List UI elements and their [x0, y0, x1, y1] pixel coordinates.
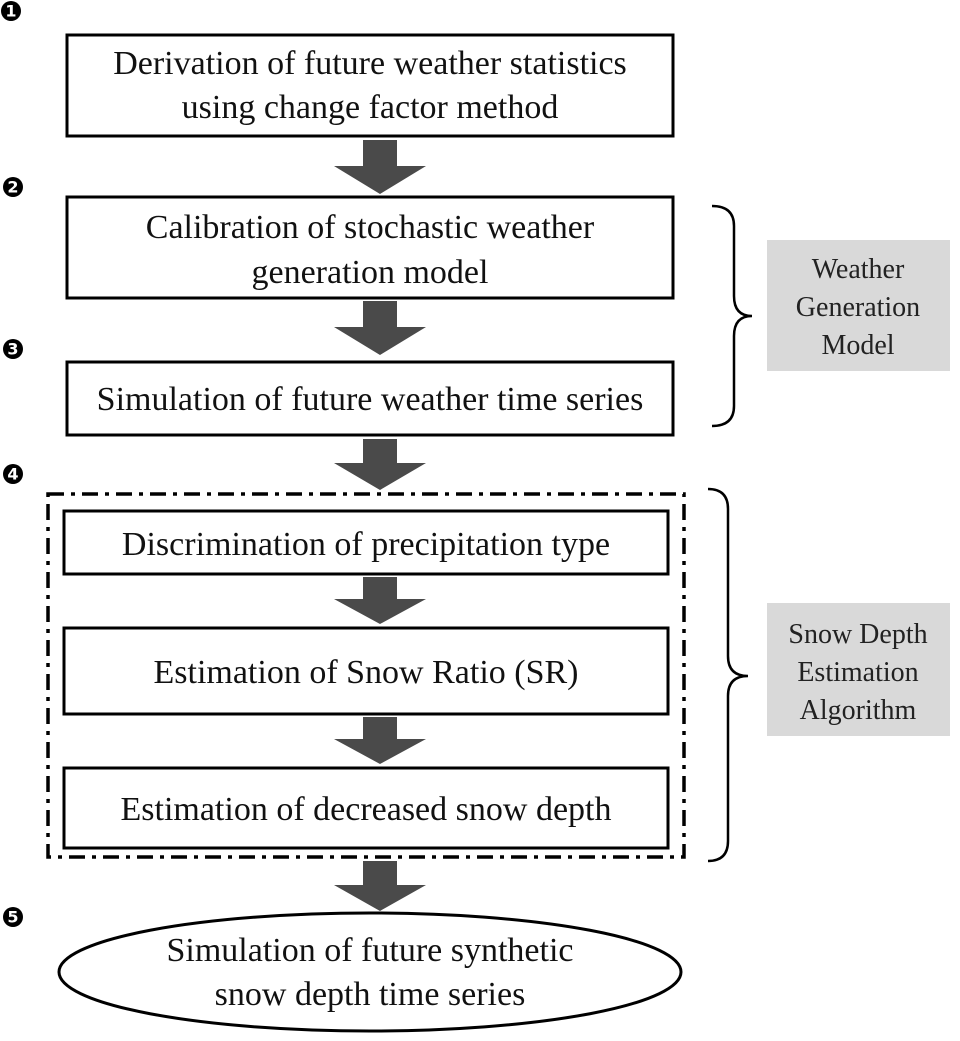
- step-badge-3: 3: [3, 339, 23, 359]
- sub-step-decreased-snow-depth-box: Estimation of decreased snow depth: [62, 766, 670, 850]
- sub-step-2-text: Estimation of Snow Ratio (SR): [154, 654, 579, 691]
- flow-arrow: [334, 577, 426, 624]
- step-2-box: Calibration of stochastic weather genera…: [65, 195, 675, 300]
- step-5-line-1: Simulation of future synthetic: [167, 932, 574, 969]
- weather-generation-brace: [711, 204, 753, 428]
- step-badge-4: 4: [3, 464, 23, 484]
- step-2-line-1: Calibration of stochastic weather: [146, 209, 595, 246]
- flow-arrow: [334, 861, 426, 911]
- step-badge-1: 1: [1, 1, 21, 21]
- sub-step-snow-ratio-box: Estimation of Snow Ratio (SR): [62, 626, 670, 716]
- flow-arrow: [334, 140, 426, 194]
- step-5-line-2: snow depth time series: [215, 976, 526, 1013]
- step-1-box: Derivation of future weather statistics …: [65, 33, 675, 138]
- sub-step-3-text: Estimation of decreased snow depth: [121, 791, 612, 828]
- step-5-ellipse: Simulation of future synthetic snow dept…: [57, 911, 683, 1033]
- group-1-line-3: Model: [821, 330, 894, 361]
- step-number: 5: [7, 908, 18, 927]
- group-1-line-1: Weather: [812, 254, 905, 285]
- weather-generation-label: Weather Generation Model: [767, 240, 950, 371]
- step-3-box: Simulation of future weather time series: [65, 360, 675, 437]
- step-number: 2: [7, 178, 18, 197]
- step-4-group-frame: [46, 492, 686, 859]
- step-badge-2: 2: [3, 177, 23, 197]
- group-2-line-1: Snow Depth: [788, 619, 927, 650]
- flow-arrow: [334, 717, 426, 764]
- step-badge-5: 5: [3, 907, 23, 927]
- group-1-line-2: Generation: [796, 292, 920, 323]
- sub-step-1-text: Discrimination of precipitation type: [122, 526, 610, 563]
- flow-arrow: [334, 301, 426, 355]
- step-2-line-2: generation model: [252, 254, 489, 291]
- step-number: 3: [7, 340, 18, 359]
- snow-depth-label: Snow Depth Estimation Algorithm: [767, 603, 950, 736]
- sub-step-precipitation-type-box: Discrimination of precipitation type: [62, 509, 670, 576]
- step-1-line-2: using change factor method: [182, 89, 559, 126]
- step-1-line-1: Derivation of future weather statistics: [113, 45, 627, 82]
- step-number: 4: [7, 465, 18, 484]
- group-2-line-3: Algorithm: [800, 695, 917, 726]
- snow-depth-brace: [707, 487, 749, 863]
- group-2-line-2: Estimation: [797, 657, 918, 688]
- step-3-line-1: Simulation of future weather time series: [97, 381, 644, 418]
- step-number: 1: [5, 2, 16, 21]
- flow-arrow: [334, 439, 426, 490]
